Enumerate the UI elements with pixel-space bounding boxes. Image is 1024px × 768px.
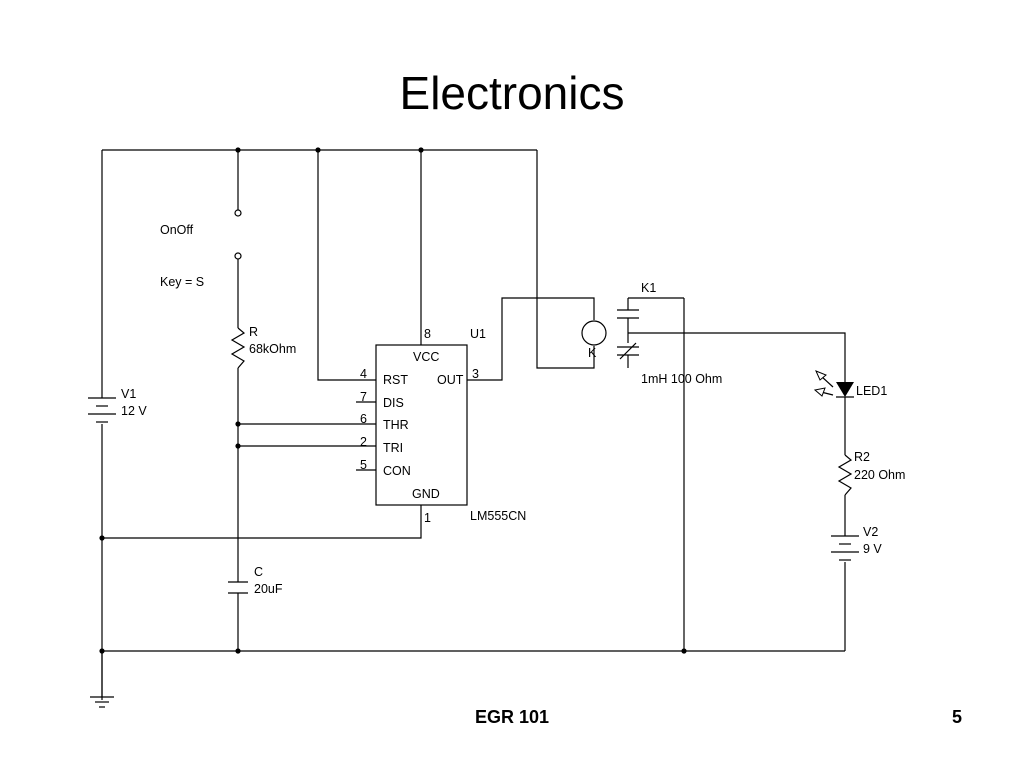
resistor-r: R 68kOhm	[230, 325, 296, 369]
pin-con-label: CON	[383, 464, 411, 478]
slide-title: Electronics	[399, 67, 625, 119]
timer-name: U1	[470, 327, 486, 341]
led1-name: LED1	[856, 384, 887, 398]
pin-con-number: 5	[360, 458, 367, 472]
pin-rst-label: RST	[383, 373, 408, 387]
capacitor-c-name: C	[254, 565, 263, 579]
footer-course: EGR 101	[474, 707, 550, 727]
resistor-r2-value: 220 Ohm	[854, 468, 905, 482]
battery-v1-name: V1	[121, 387, 136, 401]
pin-rst-number: 4	[360, 367, 367, 381]
pin-thr-label: THR	[383, 418, 409, 432]
relay-coil-label: K	[588, 346, 597, 360]
pin-tri-label: TRI	[383, 441, 403, 455]
timer-part: LM555CN	[470, 509, 526, 523]
pin-dis-label: DIS	[383, 396, 404, 410]
pin-vcc-number: 8	[424, 327, 431, 341]
resistor-r-name: R	[249, 325, 258, 339]
battery-v2-name: V2	[863, 525, 878, 539]
pin-tri-number: 2	[360, 435, 367, 449]
junctions	[99, 147, 687, 654]
timer-u1: VCC RST DIS THR TRI CON OUT GND 8 4 7 6 …	[360, 327, 526, 525]
battery-v2-value: 9 V	[863, 542, 882, 556]
pin-vcc-label: VCC	[413, 350, 439, 364]
capacitor-c: C 20uF	[228, 565, 283, 596]
battery-v1: V1 12 V	[88, 387, 147, 423]
battery-v2: V2 9 V	[831, 525, 882, 561]
relay-k1: K K1 1mH 100 Ohm	[581, 281, 722, 386]
resistor-r2-name: R2	[854, 450, 870, 464]
pin-dis-number: 7	[360, 390, 367, 404]
pin-out-number: 3	[472, 367, 479, 381]
page-number: 5	[951, 707, 962, 727]
resistor-r-value: 68kOhm	[249, 342, 296, 356]
pin-gnd-number: 1	[424, 511, 431, 525]
switch-key: Key = S	[160, 275, 204, 289]
relay-value: 1mH 100 Ohm	[641, 372, 722, 386]
led1: LED1	[813, 370, 887, 398]
capacitor-c-value: 20uF	[254, 582, 283, 596]
pin-gnd-label: GND	[412, 487, 440, 501]
resistor-r2: R2 220 Ohm	[837, 450, 905, 496]
switch-onoff: OnOff Key = S	[160, 209, 242, 289]
relay-name: K1	[641, 281, 656, 295]
ground-icon	[90, 696, 114, 708]
switch-name: OnOff	[160, 223, 194, 237]
pin-thr-number: 6	[360, 412, 367, 426]
pin-out-label: OUT	[437, 373, 464, 387]
wiring	[101, 149, 846, 700]
battery-v1-value: 12 V	[121, 404, 147, 418]
